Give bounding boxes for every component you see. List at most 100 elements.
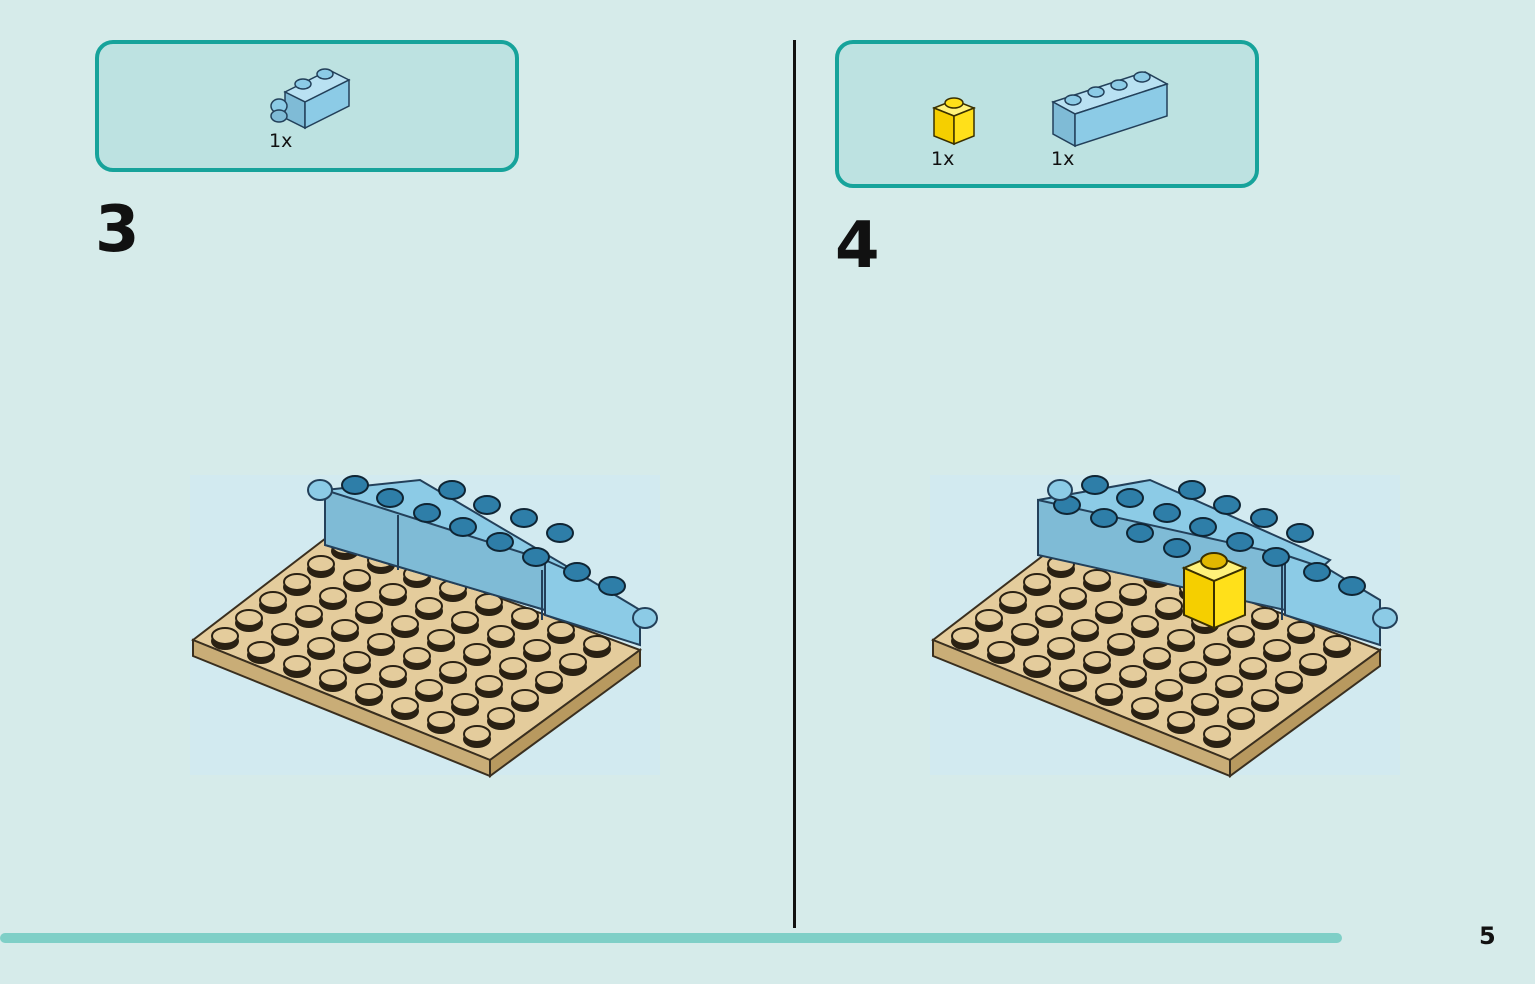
step4-parts-callout: 1x 1x	[835, 40, 1259, 188]
baseplate-stud	[331, 619, 359, 637]
baseplate-stud	[547, 621, 575, 639]
part-count: 1x	[1051, 148, 1075, 170]
baseplate-stud	[1179, 661, 1207, 679]
part-count: 1x	[269, 130, 293, 152]
baseplate-stud	[1251, 689, 1279, 707]
baseplate-stud	[487, 625, 515, 643]
baseplate-stud	[427, 711, 455, 729]
baseplate-stud	[1011, 623, 1039, 641]
progress-fill	[0, 933, 1342, 943]
step-number: 3	[95, 193, 140, 267]
baseplate-stud	[535, 671, 563, 689]
baseplate-stud	[439, 661, 467, 679]
baseplate-stud	[1215, 675, 1243, 693]
baseplate-stud	[1203, 725, 1231, 743]
baseplate-stud	[283, 573, 311, 591]
baseplate-stud	[951, 627, 979, 645]
baseplate-stud	[583, 635, 611, 653]
baseplate-stud	[451, 611, 479, 629]
light-blue-1x4-brick-icon	[1051, 71, 1169, 148]
baseplate-stud	[379, 583, 407, 601]
progress-bar	[0, 933, 1435, 943]
baseplate-stud	[487, 707, 515, 725]
baseplate-stud	[1287, 621, 1315, 639]
baseplate-stud	[463, 643, 491, 661]
baseplate-stud	[307, 637, 335, 655]
baseplate-stud	[1107, 633, 1135, 651]
baseplate-stud	[1167, 711, 1195, 729]
baseplate-stud	[415, 597, 443, 615]
baseplate-stud	[211, 627, 239, 645]
baseplate-stud	[235, 609, 263, 627]
baseplate-stud	[1095, 683, 1123, 701]
baseplate-stud	[975, 609, 1003, 627]
baseplate-stud	[343, 651, 371, 669]
baseplate-stud	[343, 569, 371, 587]
baseplate-stud	[403, 647, 431, 665]
light-blue-1x2-brick-with-clip-icon	[270, 68, 351, 130]
baseplate-stud	[1083, 651, 1111, 669]
baseplate-stud	[475, 675, 503, 693]
step4-model-illustration	[930, 475, 1400, 778]
baseplate-stud	[1023, 573, 1051, 591]
baseplate-stud	[283, 655, 311, 673]
baseplate-stud	[1071, 619, 1099, 637]
step-number: 4	[835, 209, 880, 283]
baseplate-stud	[319, 669, 347, 687]
baseplate-stud	[1251, 607, 1279, 625]
yellow-brick	[1181, 552, 1248, 630]
baseplate-stud	[1143, 647, 1171, 665]
baseplate-stud	[1059, 669, 1087, 687]
baseplate-stud	[307, 555, 335, 573]
baseplate-stud	[355, 601, 383, 619]
baseplate-stud	[463, 725, 491, 743]
baseplate-stud	[427, 629, 455, 647]
baseplate-stud	[295, 605, 323, 623]
baseplate-stud	[1083, 569, 1111, 587]
baseplate-stud	[1239, 657, 1267, 675]
baseplate-stud	[1119, 665, 1147, 683]
step-divider	[793, 40, 796, 928]
baseplate-stud	[367, 633, 395, 651]
baseplate-stud	[999, 591, 1027, 609]
baseplate-stud	[271, 623, 299, 641]
baseplate-stud	[1155, 597, 1183, 615]
baseplate-stud	[1227, 625, 1255, 643]
part-count: 1x	[931, 148, 955, 170]
baseplate-stud	[1035, 605, 1063, 623]
step3-parts-callout: 1x	[95, 40, 519, 172]
baseplate-stud	[379, 665, 407, 683]
baseplate-stud	[1131, 697, 1159, 715]
yellow-1x1-brick-icon	[931, 97, 977, 146]
page-number: 5	[1479, 922, 1496, 950]
baseplate-stud	[559, 653, 587, 671]
baseplate-stud	[1167, 629, 1195, 647]
step3-model-illustration	[190, 475, 660, 778]
baseplate-stud	[499, 657, 527, 675]
baseplate-stud	[1047, 637, 1075, 655]
baseplate-stud	[1095, 601, 1123, 619]
baseplate-stud	[319, 587, 347, 605]
baseplate-stud	[1119, 583, 1147, 601]
baseplate-stud	[1275, 671, 1303, 689]
baseplate-stud	[511, 689, 539, 707]
baseplate-stud	[1263, 639, 1291, 657]
baseplate-stud	[511, 607, 539, 625]
baseplate-stud	[1023, 655, 1051, 673]
baseplate-stud	[523, 639, 551, 657]
baseplate-stud	[415, 679, 443, 697]
baseplate-stud	[1155, 679, 1183, 697]
baseplate-stud	[391, 615, 419, 633]
baseplate-stud	[1131, 615, 1159, 633]
baseplate-stud	[259, 591, 287, 609]
baseplate-stud	[451, 693, 479, 711]
baseplate-stud	[355, 683, 383, 701]
baseplate-stud	[1191, 693, 1219, 711]
baseplate-stud	[1059, 587, 1087, 605]
baseplate-stud	[987, 641, 1015, 659]
baseplate-stud	[1203, 643, 1231, 661]
baseplate-stud	[391, 697, 419, 715]
baseplate-stud	[247, 641, 275, 659]
baseplate-stud	[1323, 635, 1351, 653]
baseplate-stud	[1299, 653, 1327, 671]
